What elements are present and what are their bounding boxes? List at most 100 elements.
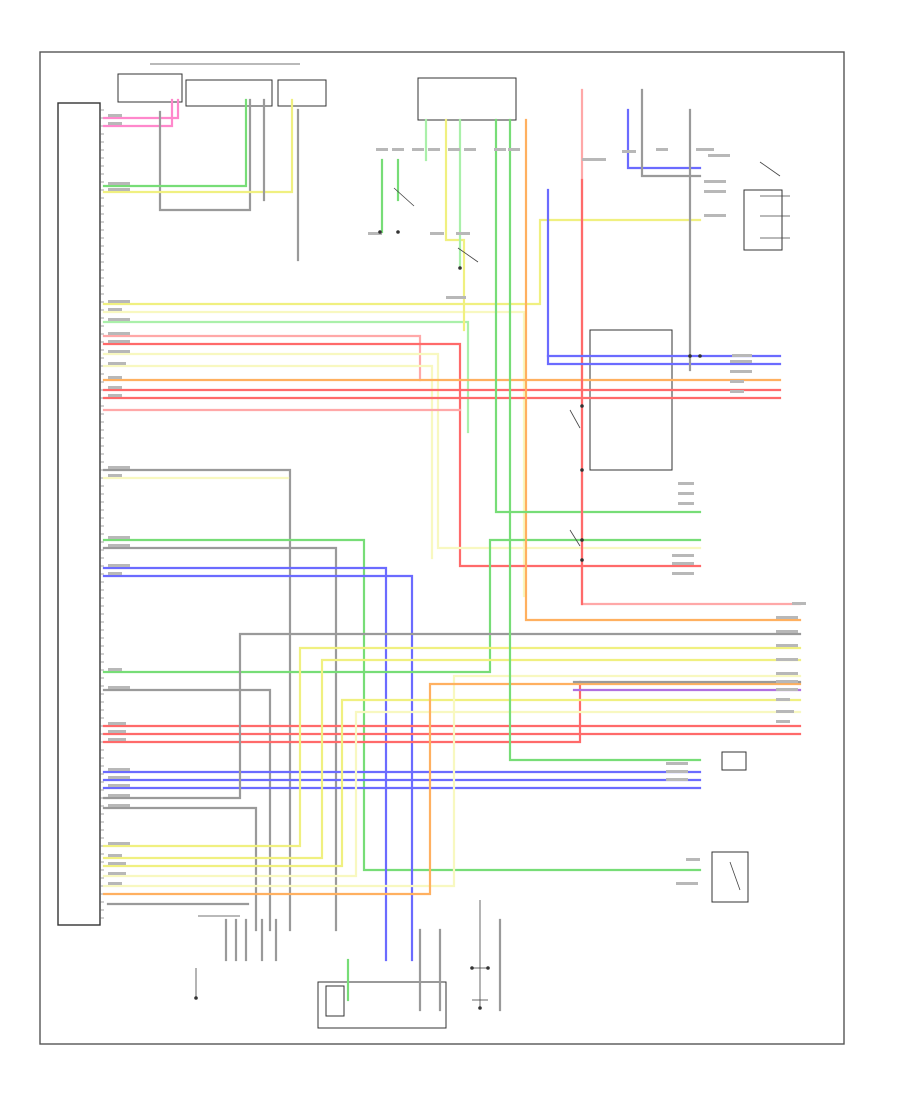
wire-blue bbox=[102, 574, 414, 962]
wire-yellow bbox=[444, 118, 466, 332]
wire-label-tag bbox=[108, 182, 130, 185]
wire-label-tag bbox=[666, 778, 688, 781]
junction-node bbox=[580, 468, 584, 472]
wire-label-tag bbox=[108, 572, 122, 575]
wire-label-tag bbox=[108, 804, 130, 807]
wire-label-tag bbox=[108, 544, 130, 547]
wire-label-tag bbox=[108, 300, 130, 303]
wire-pink bbox=[102, 98, 180, 120]
wire-label-tag bbox=[108, 466, 130, 469]
wire-label-tag bbox=[108, 784, 130, 787]
bottom-control-switch bbox=[317, 981, 447, 1029]
junction-node bbox=[486, 966, 490, 970]
junction-node bbox=[470, 966, 474, 970]
wire-label-tag bbox=[108, 730, 126, 733]
wire-green bbox=[102, 538, 702, 674]
wire-label-tag bbox=[376, 148, 388, 151]
wire-label-tag bbox=[730, 360, 752, 363]
top-components bbox=[117, 63, 783, 1029]
control-module-connector bbox=[57, 102, 101, 926]
wire-label-tag bbox=[704, 180, 726, 183]
wire-label-tag bbox=[108, 776, 130, 779]
wire-label-tag bbox=[776, 644, 798, 647]
right-module-box bbox=[721, 751, 747, 771]
wire-blue bbox=[102, 566, 388, 962]
wire-blue bbox=[626, 108, 702, 170]
wire-label-tag bbox=[108, 862, 126, 865]
wire-red bbox=[102, 680, 582, 744]
wire-label-tag bbox=[622, 150, 636, 153]
junction-node bbox=[580, 558, 584, 562]
wire-label-tag bbox=[686, 858, 700, 861]
wire-label-tag bbox=[732, 354, 752, 357]
sensor-box-3 bbox=[277, 79, 327, 107]
sensor-box-1 bbox=[117, 73, 183, 103]
wire-label-tag bbox=[704, 214, 726, 217]
wire-gray bbox=[102, 546, 338, 932]
wire-label-tag bbox=[456, 232, 470, 235]
wire-label-tag bbox=[108, 376, 122, 379]
wire-label-tag bbox=[776, 688, 798, 691]
sensor-box-2 bbox=[185, 79, 273, 107]
wire-label-tag bbox=[108, 386, 122, 389]
switch-box-right bbox=[743, 189, 783, 251]
wire-label-tag bbox=[508, 148, 520, 151]
wire-label-tag bbox=[108, 122, 122, 125]
wire-label-tag bbox=[776, 672, 798, 675]
wire-yellow bbox=[102, 658, 802, 860]
wire-label-tag bbox=[108, 722, 126, 725]
relay-box bbox=[417, 77, 517, 121]
wire-label-tag bbox=[108, 686, 130, 689]
wire-label-tag bbox=[666, 770, 688, 773]
junction-node bbox=[580, 538, 584, 542]
junction-nodes bbox=[194, 230, 702, 1010]
mid-block bbox=[589, 329, 673, 471]
right-switch-box bbox=[711, 851, 749, 903]
junction-node bbox=[580, 404, 584, 408]
wire-gray bbox=[102, 632, 802, 800]
wire-orange bbox=[524, 118, 802, 622]
wire-label-tag bbox=[776, 616, 798, 619]
wire-green bbox=[102, 538, 702, 872]
wire-light-yellow bbox=[102, 352, 702, 550]
junction-node bbox=[194, 996, 198, 1000]
wire-label-tag bbox=[672, 554, 694, 557]
wire-light-yellow bbox=[102, 364, 434, 560]
junction-node bbox=[378, 230, 382, 234]
wire-label-tag bbox=[656, 148, 668, 151]
wire-label-tag bbox=[108, 794, 130, 797]
wire-label-tag bbox=[678, 482, 694, 485]
wire-label-tag bbox=[494, 148, 506, 151]
wire-gray bbox=[640, 88, 702, 178]
wire-label-tag bbox=[108, 362, 126, 365]
wire-orange bbox=[102, 682, 802, 896]
wire-label-tag bbox=[108, 308, 122, 311]
wire-label-tags bbox=[108, 114, 806, 885]
wire-label-tag bbox=[368, 232, 382, 235]
wire-green bbox=[508, 118, 702, 762]
wire-label-tag bbox=[776, 658, 798, 661]
wire-label-tag bbox=[776, 680, 798, 683]
wire-yellow bbox=[102, 98, 294, 194]
wire-label-tag bbox=[448, 148, 460, 151]
wire-label-tag bbox=[446, 296, 466, 299]
wire-label-tag bbox=[108, 564, 130, 567]
wire-label-tag bbox=[108, 842, 130, 845]
wire-label-tag bbox=[582, 158, 596, 161]
wire-pink bbox=[102, 98, 174, 128]
wire-label-tag bbox=[704, 190, 726, 193]
wire-label-tag bbox=[108, 882, 122, 885]
wire-label-tag bbox=[708, 154, 730, 157]
bottom-small-box bbox=[325, 985, 345, 1017]
wire-label-tag bbox=[108, 668, 122, 671]
wire-label-tag bbox=[108, 114, 122, 117]
wire-label-tag bbox=[676, 882, 698, 885]
wire-label-tag bbox=[730, 370, 752, 373]
wire-light-yellow bbox=[102, 710, 802, 878]
wire-green bbox=[494, 118, 702, 514]
wire-label-tag bbox=[776, 720, 790, 723]
wire-label-tag bbox=[672, 562, 694, 565]
wire-label-tag bbox=[108, 188, 130, 191]
wire-label-tag bbox=[108, 872, 126, 875]
